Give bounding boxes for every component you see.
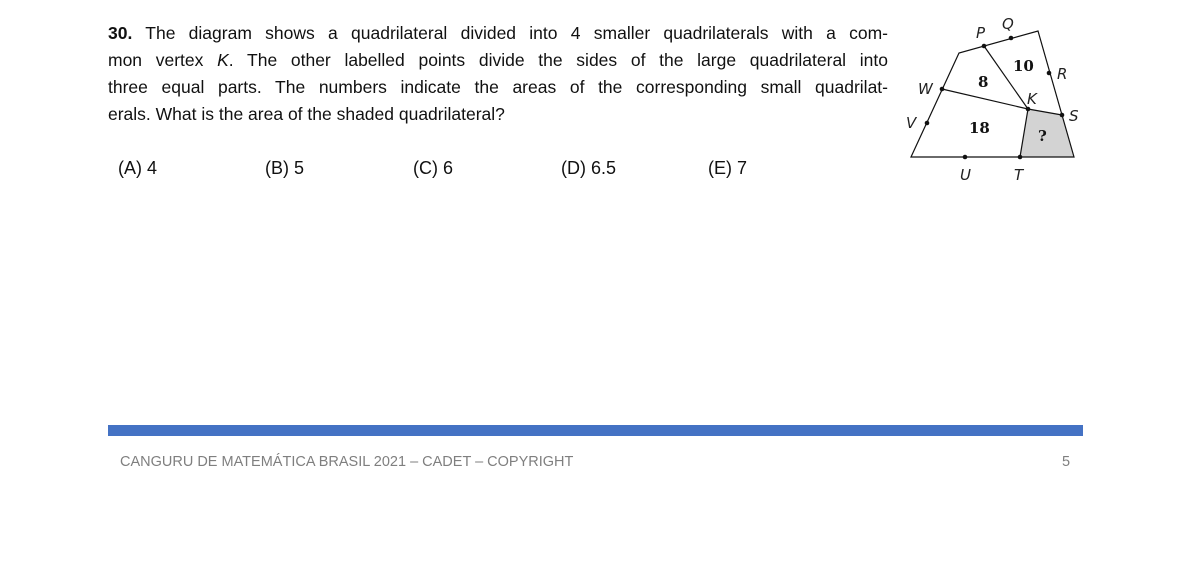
- question-text: 30. The diagram shows a quadrilateral di…: [108, 20, 888, 128]
- point-p: [981, 43, 987, 49]
- label-t: T: [1014, 166, 1025, 184]
- label-q: Q: [1002, 15, 1014, 33]
- option-d: (D) 6.5: [561, 158, 617, 178]
- point-r: [1046, 70, 1052, 76]
- label-u: U: [960, 166, 971, 184]
- label-w: W: [918, 80, 934, 98]
- option-a: (A) 4: [118, 158, 158, 178]
- area-18: 18: [969, 119, 990, 137]
- footer-copyright: CANGURU DE MATEMÁTICA BRASIL 2021 – CADE…: [120, 454, 574, 470]
- question-line: . The other labelled points divide the s…: [228, 50, 888, 70]
- point-u: [962, 154, 968, 160]
- point-w: [939, 86, 945, 92]
- question-line: erals. What is the area of the shaded qu…: [108, 104, 505, 124]
- option-c: (C) 6: [413, 158, 453, 178]
- question-line: mon vertex: [108, 50, 218, 70]
- points: [924, 35, 1065, 160]
- segment-pk: [983, 45, 1029, 110]
- point-s: [1059, 112, 1065, 118]
- question-number: 30.: [108, 23, 133, 43]
- question-line: three equal parts. The numbers indicate …: [108, 77, 888, 97]
- label-s: S: [1069, 107, 1079, 125]
- label-r: R: [1057, 65, 1067, 83]
- area-10: 10: [1013, 57, 1034, 75]
- point-v: [924, 120, 930, 126]
- shaded-quadrilateral: [1020, 109, 1074, 157]
- area-unknown: ?: [1038, 127, 1047, 145]
- option-b: (B) 5: [265, 158, 305, 178]
- segment-kt: [1019, 108, 1029, 158]
- segment-wk: [941, 88, 1029, 110]
- segment-ks: [1027, 108, 1063, 116]
- footer-bar: [108, 425, 1083, 436]
- page-number: 5: [1062, 454, 1071, 470]
- area-8: 8: [978, 73, 988, 91]
- point-t: [1017, 154, 1023, 160]
- point-k: [1025, 106, 1031, 112]
- point-q: [1008, 35, 1014, 41]
- label-k: K: [1027, 90, 1038, 108]
- question-line: The diagram shows a quadrilateral divide…: [132, 23, 888, 43]
- vertex-k: K: [217, 50, 229, 70]
- label-p: P: [976, 24, 986, 42]
- option-e: (E) 7: [708, 158, 748, 178]
- label-v: V: [906, 114, 918, 132]
